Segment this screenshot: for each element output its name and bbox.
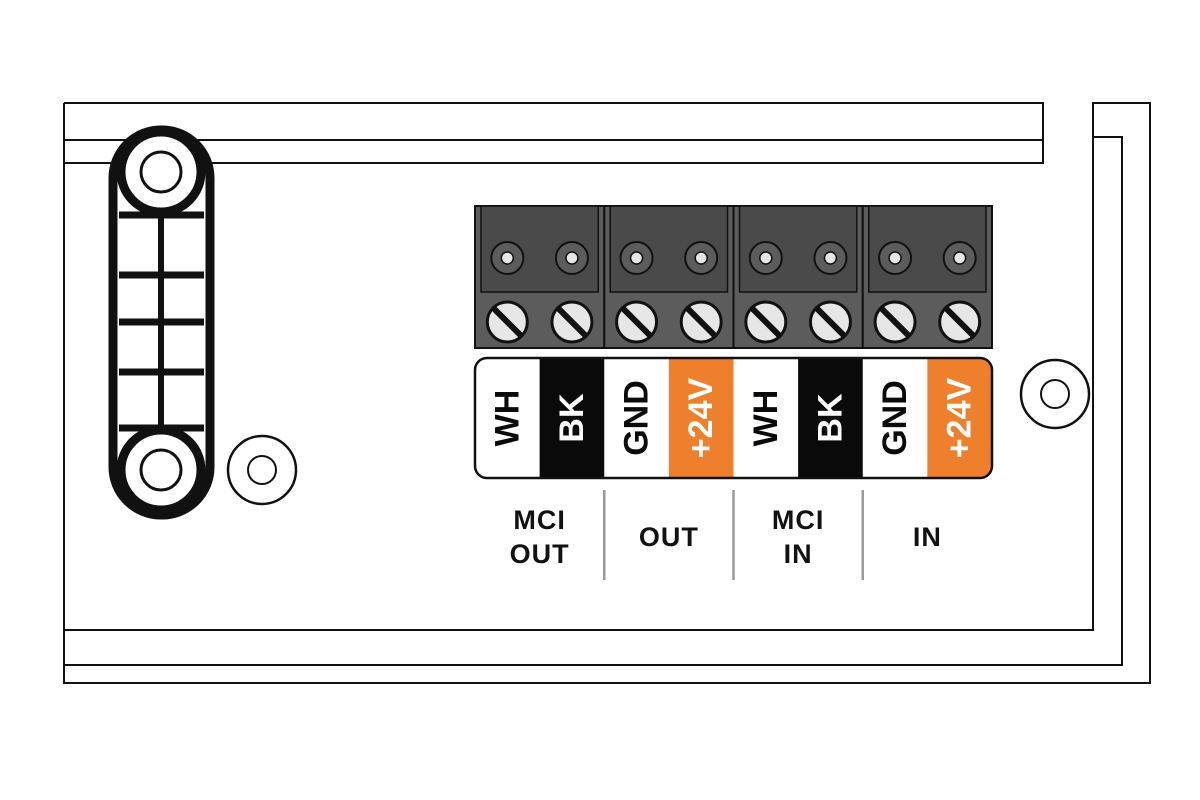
terminal-label: WH (747, 390, 785, 447)
group-label-line: OUT (639, 522, 699, 552)
terminal-pin-icon (684, 241, 719, 275)
terminal-pin-icon (813, 241, 848, 275)
terminal-label: +24V (682, 378, 720, 459)
terminal-block (474, 205, 606, 349)
terminal-label-cell: GND (604, 358, 670, 478)
terminal-label: +24V (941, 378, 979, 459)
terminal-label: WH (488, 390, 526, 447)
terminal-screw-icon[interactable] (808, 300, 852, 344)
group-label: IN (913, 522, 942, 552)
terminal-screw-icon[interactable] (744, 300, 788, 344)
terminal-screw-icon[interactable] (679, 300, 723, 344)
terminal-block (603, 205, 735, 349)
terminal-label-cell: BK (798, 358, 864, 478)
group-label-line: IN (913, 522, 942, 552)
terminal-groups: MCI OUT OUT MCI IN IN (510, 490, 942, 580)
group-label-line: MCI (772, 505, 825, 535)
terminal-label-cell: +24V (927, 358, 992, 478)
group-label-line: IN (784, 539, 813, 569)
terminal-pin-icon (878, 241, 913, 275)
terminal-pin-icon (748, 241, 783, 275)
terminal-label: GND (618, 380, 656, 456)
screw-hole-icon (1019, 358, 1091, 430)
terminal-block (861, 205, 993, 349)
enclosure (63, 102, 1151, 684)
terminal-label-cell: BK (539, 358, 605, 478)
group-label: MCI OUT (510, 505, 570, 569)
group-label-line: MCI (513, 505, 566, 535)
terminal-pin-icon (490, 241, 525, 275)
mounting-bracket-icon (108, 125, 215, 520)
terminal-screw-icon[interactable] (550, 300, 594, 344)
terminal-label: GND (876, 380, 914, 456)
terminal-block (732, 205, 864, 349)
terminal-label: BK (811, 393, 849, 443)
enclosure-inner-line-right (64, 136, 1123, 666)
group-label: OUT (639, 522, 699, 552)
terminal-label-cell: GND (862, 358, 928, 478)
terminal-label: BK (553, 393, 591, 443)
terminal-screw-icon[interactable] (615, 300, 659, 344)
terminal-screw-icon[interactable] (873, 300, 917, 344)
terminal-label-cell: +24V (668, 358, 734, 478)
terminal-pin-icon (554, 241, 589, 275)
terminal-screw-icon[interactable] (485, 300, 529, 344)
terminal-blocks (474, 205, 993, 349)
label-strip-border (473, 356, 994, 480)
terminal-pin-icon (942, 241, 977, 275)
terminal-pin-icon (619, 241, 654, 275)
terminal-label-strip: WH BK GND +24V WH BK GND +24V (473, 356, 994, 480)
enclosure-outer-outline (63, 102, 1151, 684)
terminal-screw-icon[interactable] (938, 300, 982, 344)
terminal-label-cell: WH (733, 358, 799, 478)
group-label-line: OUT (510, 539, 570, 569)
terminal-label-cell: WH (475, 358, 541, 478)
group-label: MCI IN (772, 505, 825, 569)
screw-hole-icon (226, 434, 298, 506)
